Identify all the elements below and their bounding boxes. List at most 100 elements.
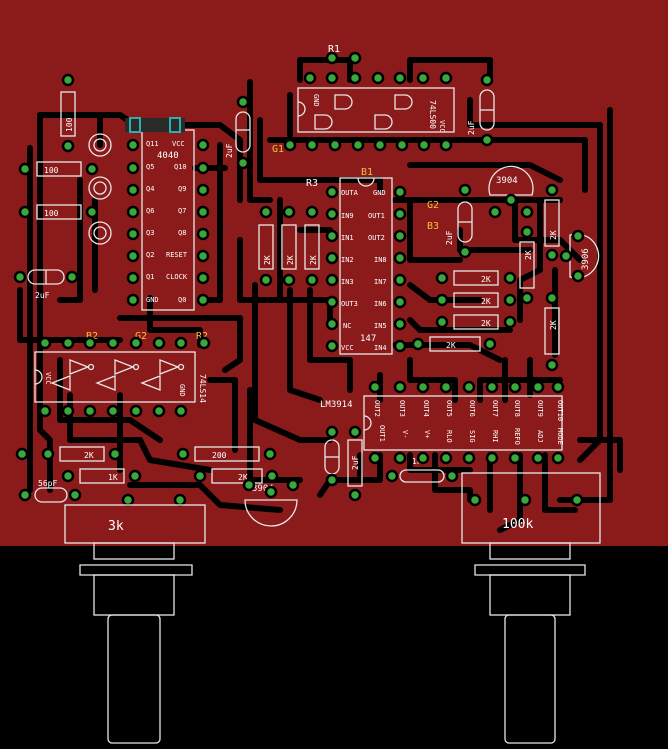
pin-label: IN5 bbox=[374, 322, 387, 330]
pot-left: 3k bbox=[64, 504, 206, 744]
ref-b3: B3 bbox=[427, 221, 439, 232]
resistor-2k-label: 2K bbox=[481, 297, 491, 306]
ref-g2: G2 bbox=[427, 200, 439, 211]
pin-label: SIG bbox=[468, 430, 476, 443]
chip-74ls00-label: 74LS00 bbox=[428, 100, 437, 129]
pin-label: VCC bbox=[44, 372, 52, 385]
pin-label: GND bbox=[178, 384, 186, 397]
ref-r2: R2 bbox=[196, 331, 208, 342]
transistor-3904-top-label: 3904 bbox=[496, 176, 518, 186]
resistor-2k-label: 2K bbox=[238, 473, 248, 482]
pin-label: OUT10 bbox=[556, 400, 564, 421]
ref-r3: R3 bbox=[306, 178, 318, 189]
pin-label: GND bbox=[312, 94, 320, 107]
pin-label: GND bbox=[373, 189, 386, 197]
resistor-100-a-label: 100 bbox=[44, 166, 59, 175]
ref-b2: B2 bbox=[86, 331, 98, 342]
pin-label: Q7 bbox=[178, 207, 186, 215]
chip-74ls14-label: 74LS14 bbox=[198, 374, 207, 403]
pin-label: Q10 bbox=[174, 163, 187, 171]
resistors: 100 100 100 2K 2K 2K 2K 2K 2K 2K 2K 2K 2… bbox=[36, 91, 560, 484]
resistor-2k-label: 2K bbox=[263, 255, 272, 265]
chip-74ls14: VCC GND 74LS14 bbox=[34, 351, 207, 403]
resistor-2k-label: 2K bbox=[549, 230, 558, 240]
pin-label: ADJ bbox=[536, 430, 544, 443]
resistor-2k-label: 2K bbox=[286, 255, 295, 265]
pin-label: OUT8 bbox=[513, 400, 521, 417]
resistor-2k-label: 2K bbox=[524, 250, 533, 260]
pin-label: Q2 bbox=[146, 251, 154, 259]
resistor-2k-label: 2K bbox=[481, 275, 491, 284]
pads bbox=[13, 51, 585, 507]
transistor-3904-bottom-label: 3904 bbox=[252, 484, 274, 494]
pin-label: OUT1 bbox=[368, 212, 385, 220]
pin-label: OUT2 bbox=[373, 400, 381, 417]
pot-right-label: 100k bbox=[502, 517, 533, 532]
pin-label: REFO bbox=[513, 428, 521, 445]
pin-label: IN6 bbox=[374, 300, 387, 308]
pin-label: OUT4 bbox=[422, 400, 430, 417]
pin-label: NC bbox=[343, 322, 351, 330]
pin-label: IN1 bbox=[341, 234, 354, 242]
cap-2uf-label: 2uF bbox=[225, 143, 234, 158]
pin-label: IN4 bbox=[374, 344, 387, 352]
chip-147-label: 147 bbox=[360, 334, 376, 344]
ref-g3: G2 bbox=[135, 331, 147, 342]
pin-label: OUT9 bbox=[536, 400, 544, 417]
resistor-200-label: 200 bbox=[212, 451, 227, 460]
pin-label: IN2 bbox=[341, 256, 354, 264]
pin-label: RESET bbox=[166, 251, 188, 259]
pin-label: Q11 bbox=[146, 140, 159, 148]
chip-147: 147 OUTA IN9 IN1 IN2 IN3 OUT3 NC VCC GND… bbox=[339, 177, 393, 355]
pin-label: OUT5 bbox=[445, 400, 453, 417]
pin-label: Q4 bbox=[146, 185, 154, 193]
cap-2uf-label: 2uF bbox=[35, 291, 50, 300]
pin-label: IN9 bbox=[341, 212, 354, 220]
pot-left-label: 3k bbox=[108, 519, 124, 534]
pin-label: VCC bbox=[341, 344, 354, 352]
pin-label: Q8 bbox=[178, 229, 186, 237]
chip-lm3914-label: LM3914 bbox=[320, 400, 353, 410]
accent-mark bbox=[129, 117, 141, 133]
resistor-2k-label: 2K bbox=[549, 320, 558, 330]
pin-label: Q5 bbox=[146, 163, 154, 171]
resistor-100-b-label: 100 bbox=[44, 209, 59, 218]
resistor-1k-label: 1K bbox=[108, 473, 118, 482]
ref-g1: G1 bbox=[272, 144, 284, 155]
ref-b1: B1 bbox=[361, 167, 373, 178]
pin-label: VCC bbox=[172, 140, 185, 148]
pin-label: V+ bbox=[423, 430, 431, 438]
pin-label: OUT3 bbox=[341, 300, 358, 308]
pin-label: OUT2 bbox=[368, 234, 385, 242]
cap-2uf-label: 2uF bbox=[445, 230, 454, 245]
resistor-2k-label: 2K bbox=[309, 255, 318, 265]
ref-r1: R1 bbox=[328, 44, 340, 55]
pin-label: OUTA bbox=[341, 189, 359, 197]
resistor-100-top-label: 100 bbox=[65, 117, 74, 132]
resistor-2k-label: 2K bbox=[446, 341, 456, 350]
cap-56pf-label: 56pF bbox=[38, 479, 57, 488]
transistor-3906-label: 3906 bbox=[581, 248, 591, 270]
pin-label: Q9 bbox=[178, 185, 186, 193]
pin-label: Q0 bbox=[178, 296, 186, 304]
chip-4040-label: 4040 bbox=[157, 151, 179, 161]
pin-label: MODE bbox=[556, 428, 564, 445]
pin-label: OUT7 bbox=[491, 400, 499, 417]
pin-label: GND bbox=[146, 296, 159, 304]
pin-label: OUT1 bbox=[378, 425, 386, 442]
pin-label: V- bbox=[401, 430, 409, 438]
pin-label: IN7 bbox=[374, 278, 387, 286]
pin-label: VCC bbox=[438, 120, 446, 133]
pin-label: Q1 bbox=[146, 273, 154, 281]
pin-label: OUT3 bbox=[398, 400, 406, 417]
pin-label: IN8 bbox=[374, 256, 387, 264]
leds bbox=[88, 133, 112, 245]
pin-label: RHI bbox=[491, 430, 499, 443]
chip-4040: 4040 Q11 Q5 Q4 Q6 Q3 Q2 Q1 GND VCC Q10 Q… bbox=[125, 117, 195, 311]
pin-label: IN3 bbox=[341, 278, 354, 286]
resistor-2k-label: 2K bbox=[84, 451, 94, 460]
resistor-2k-label: 2K bbox=[481, 319, 491, 328]
chip-74ls00: GND VCC 74LS00 bbox=[297, 87, 455, 133]
pin-label: RLO bbox=[445, 430, 453, 443]
